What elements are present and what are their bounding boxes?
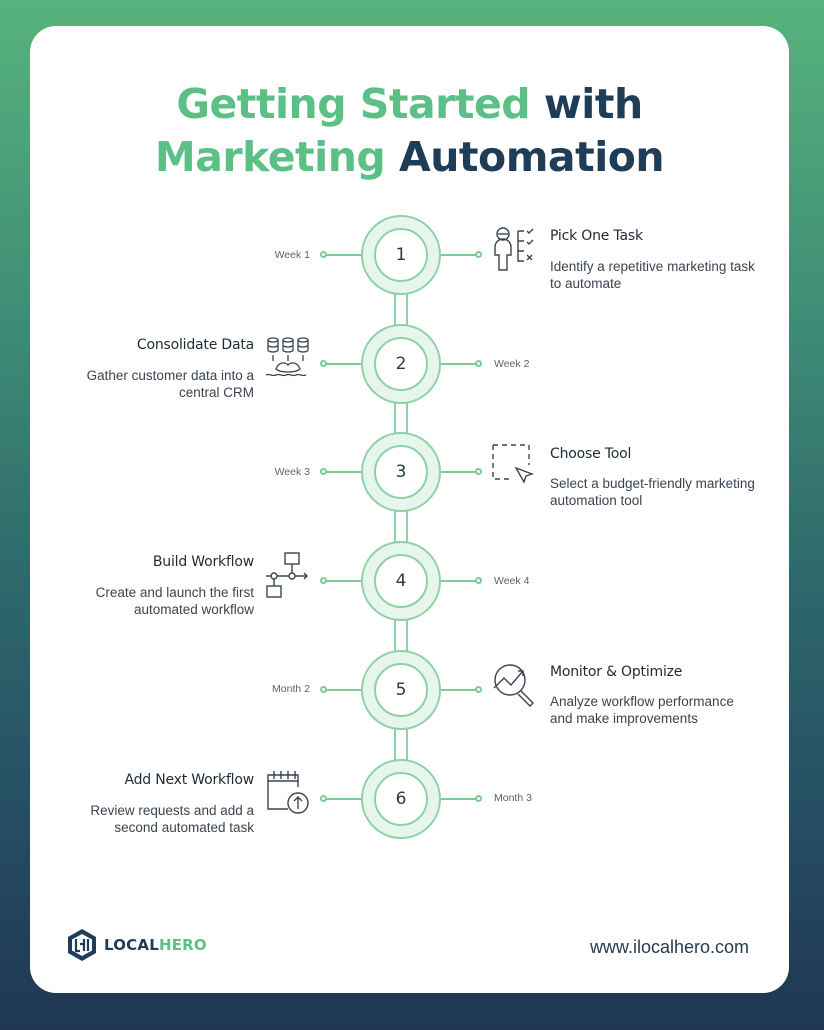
step-desc: Create and launch the first automated wo… [95,585,254,617]
cursor-select-icon [492,444,535,484]
step-time-label: Month 2 [272,683,310,695]
connector-line-right [441,580,476,582]
connector-line-right [441,363,476,365]
connector-line-left [326,580,361,582]
connector-dot [320,360,327,367]
step-time-label: Week 3 [274,466,310,478]
timeline-connector [394,728,408,762]
connector-dot [320,577,327,584]
connector-line-left [326,254,361,256]
step-node-5: 5 [361,650,441,730]
connector-line-right [441,689,476,691]
connector-dot [320,468,327,475]
database-consolidate-icon [265,337,309,377]
title-line2-green: Marketing [154,133,400,181]
step-title: Monitor & Optimize [550,664,683,680]
step-node-2: 2 [361,324,441,404]
website-url: www.ilocalhero.com [589,937,749,957]
step-time-label: Week 4 [494,575,530,587]
calendar-upload-icon [267,771,309,814]
step-time-label: Month 3 [494,792,532,804]
step-desc: Gather customer data into a central CRM [86,368,254,400]
step-node-4: 4 [361,541,441,621]
step-desc: Review requests and add a second automat… [90,803,254,835]
page-title: Getting Started with Marketing Automatio… [30,78,789,184]
title-line1-dark: with [543,80,643,128]
step-number: 6 [374,772,428,826]
connector-line-right [441,254,476,256]
step-title: Add Next Workflow [124,772,254,788]
connector-dot [320,251,327,258]
step-number: 2 [374,337,428,391]
step-title: Pick One Task [550,228,643,244]
step-number: 1 [374,228,428,282]
timeline-connector [394,619,408,653]
timeline-connector [394,510,408,544]
task-checklist-icon [494,227,534,271]
step-time-label: Week 2 [494,358,530,370]
step-node-6: 6 [361,759,441,839]
connector-line-left [326,689,361,691]
brand-logo: LOCALHERO [66,928,207,962]
step-title: Build Workflow [152,554,254,570]
connector-line-left [326,471,361,473]
step-desc: Select a budget-friendly marketing autom… [550,476,755,508]
connector-dot [475,251,482,258]
connector-line-right [441,798,476,800]
connector-line-left [326,363,361,365]
step-number: 3 [374,445,428,499]
timeline-connector [394,293,408,327]
title-line1-green: Getting Started [176,80,544,128]
step-title: Choose Tool [550,446,632,462]
step-time-label: Week 1 [274,249,310,261]
step-number: 5 [374,663,428,717]
step-title: Consolidate Data [136,337,254,353]
step-desc: Analyze workflow performance and make im… [550,694,734,726]
connector-dot [475,360,482,367]
connector-dot [475,686,482,693]
connector-dot [475,795,482,802]
step-node-3: 3 [361,432,441,512]
step-desc: Identify a repetitive marketing task to … [550,259,755,291]
hexagon-logo-icon [68,929,96,961]
connector-dot [320,795,327,802]
connector-dot [320,686,327,693]
connector-line-right [441,471,476,473]
step-node-1: 1 [361,215,441,295]
logo-word-local: LOCAL [104,936,159,954]
analytics-magnifier-icon [493,664,534,707]
step-number: 4 [374,554,428,608]
title-line2-dark: Automation [399,133,665,181]
connector-line-left [326,798,361,800]
connector-dot [475,468,482,475]
connector-dot [475,577,482,584]
workflow-icon [266,552,308,598]
logo-wordmark: LOCALHERO [104,936,207,954]
timeline-connector [394,402,408,436]
logo-word-hero: HERO [158,936,207,954]
timeline: 1 Week 1 Pick One Task Identify a repeti… [30,26,789,993]
infographic-card: Getting Started with Marketing Automatio… [30,26,789,993]
